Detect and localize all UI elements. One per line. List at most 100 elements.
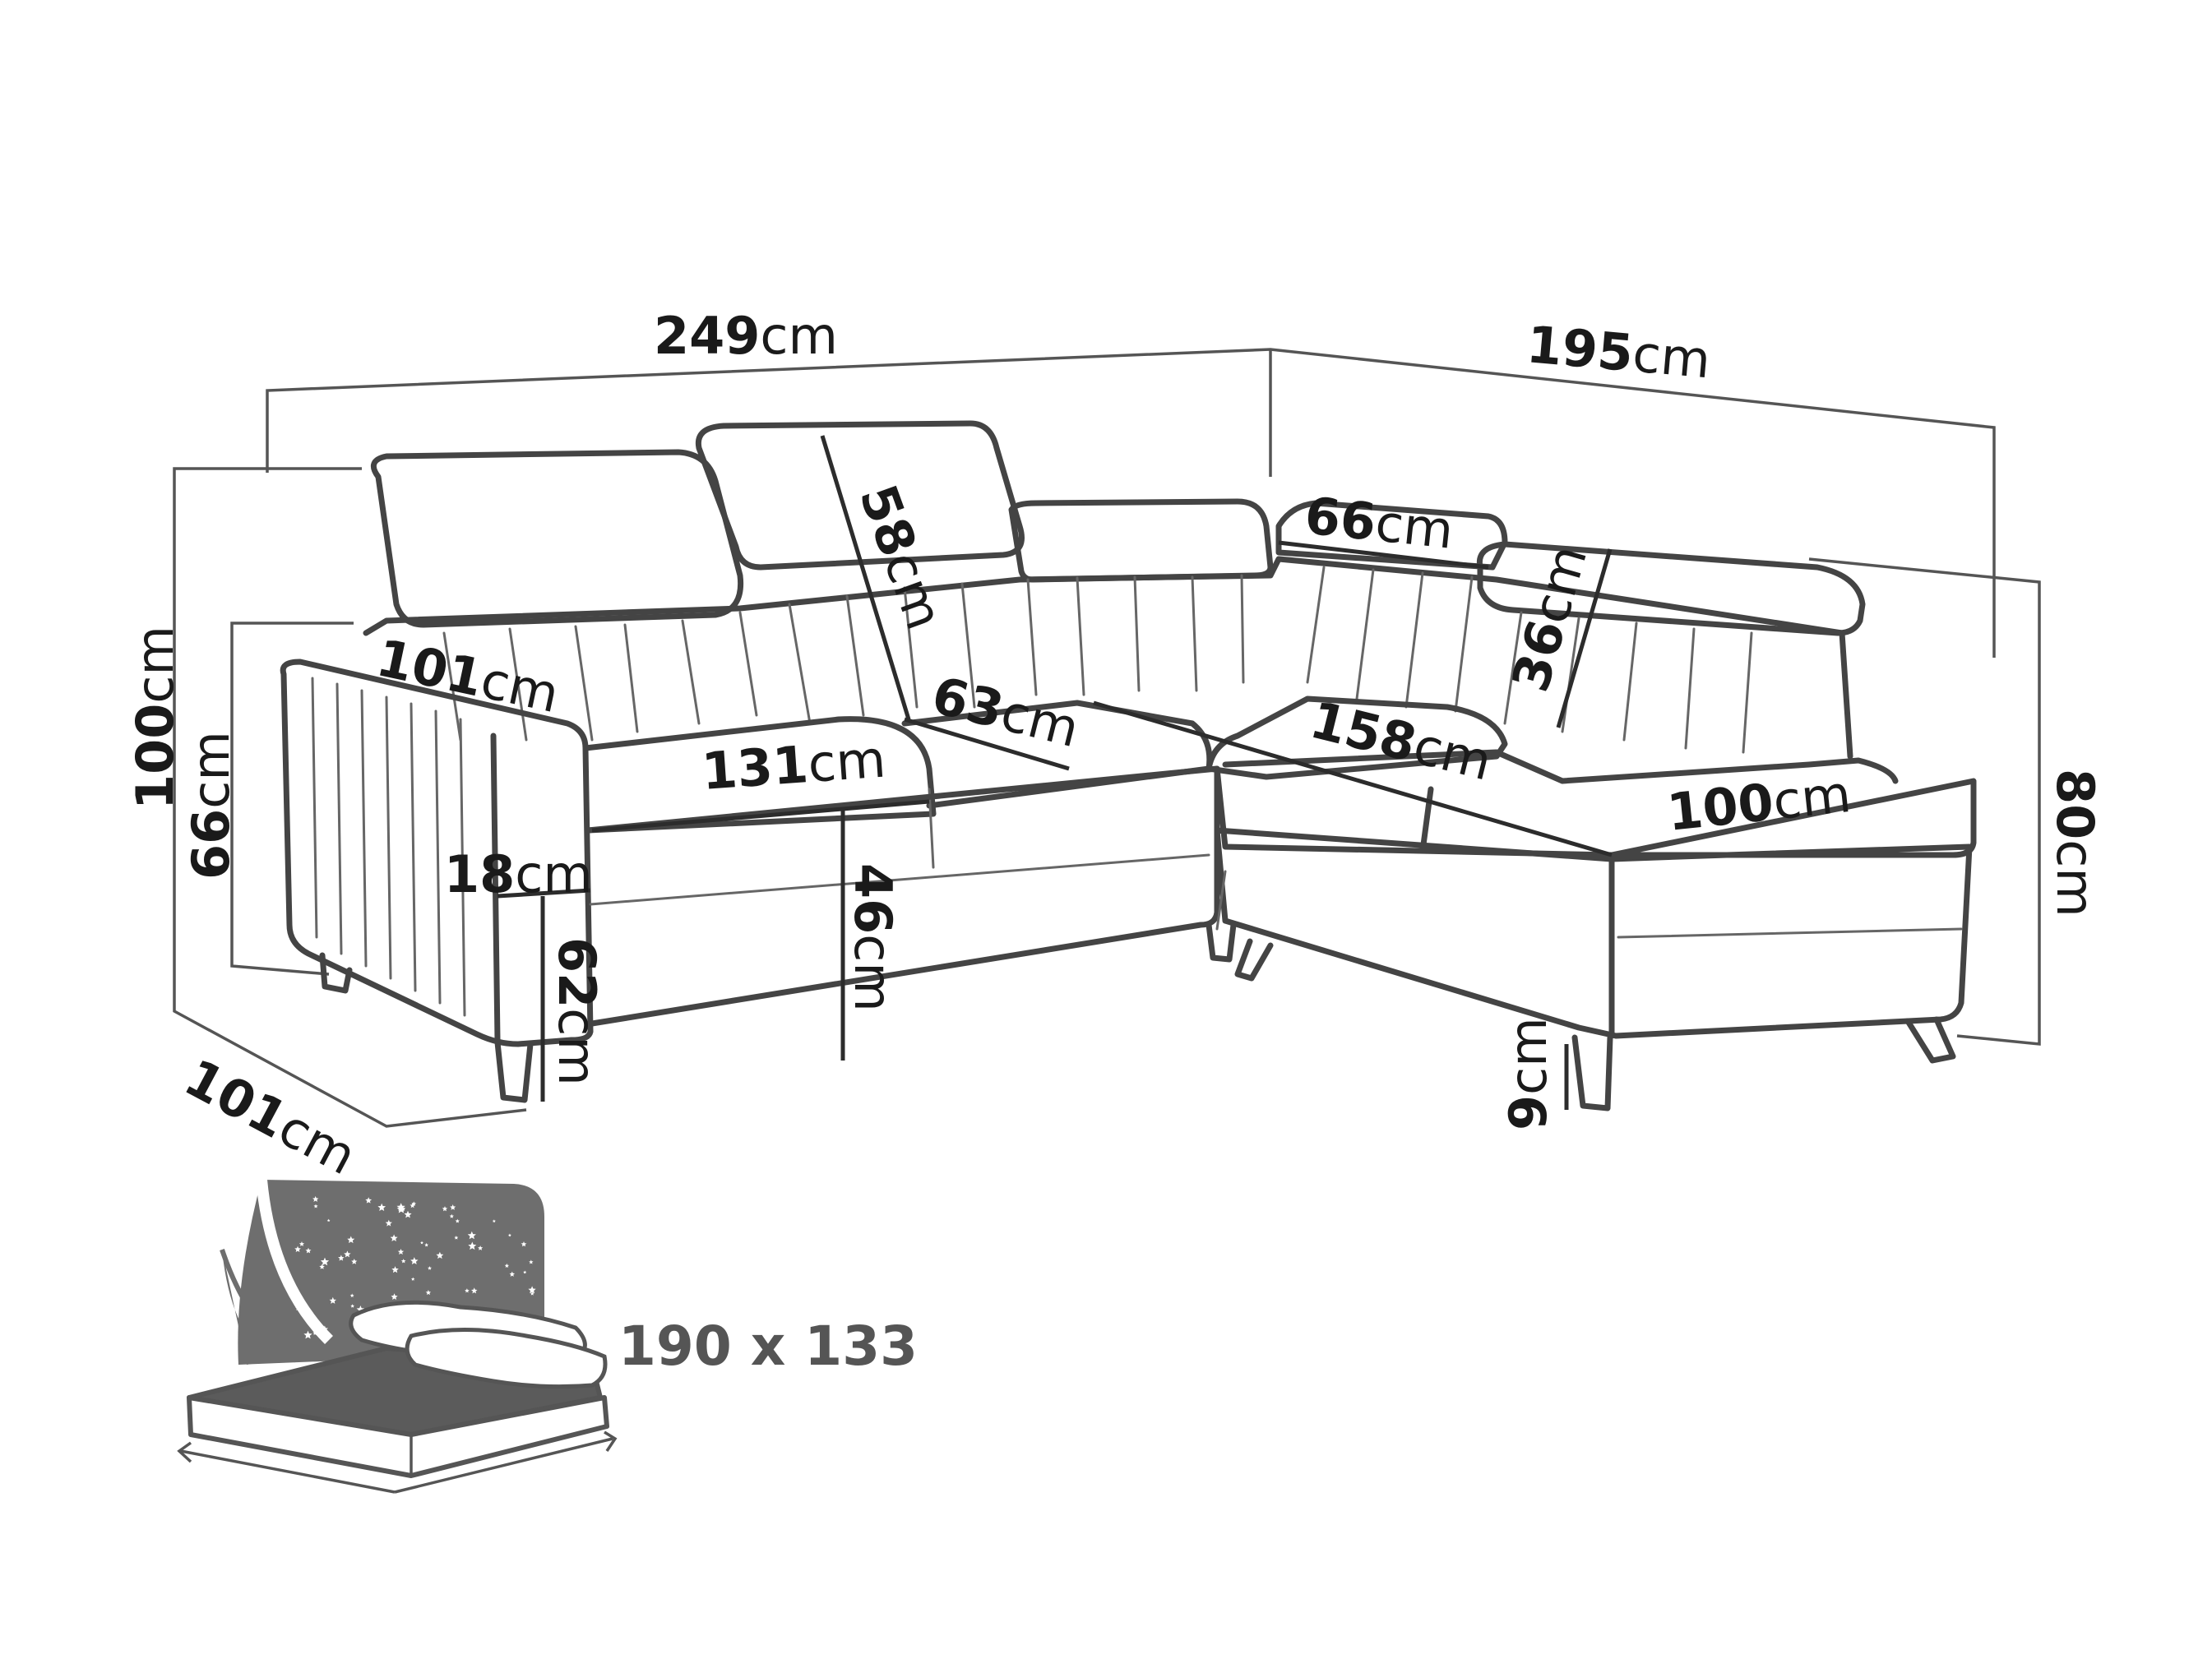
star [347, 1236, 355, 1244]
star [410, 1203, 415, 1208]
chaise-seat-back [1222, 749, 1899, 784]
pillow-front [405, 1328, 608, 1389]
star [295, 1305, 301, 1310]
label-chaise-width: 100cm [1664, 764, 1853, 843]
leg-4 [1234, 938, 1274, 982]
leg-1 [319, 952, 353, 994]
label-total-height: 100cm [125, 626, 185, 810]
label-right-back-height: 80cm [2045, 769, 2105, 917]
star [350, 1304, 354, 1308]
label-right-headrest-height: 36cm [1500, 538, 1599, 698]
star [454, 1236, 459, 1240]
star [312, 1195, 319, 1202]
star [321, 1325, 328, 1333]
label-corner-back-width: 66cm [1302, 485, 1455, 560]
star [351, 1259, 358, 1264]
star [305, 1247, 312, 1254]
label-center-seat-width: 63cm [926, 665, 1085, 760]
star [356, 1305, 365, 1313]
star [468, 1241, 477, 1250]
star [420, 1241, 423, 1245]
leg-3 [1205, 922, 1237, 963]
star [298, 1241, 305, 1246]
star [391, 1266, 399, 1273]
star [507, 1233, 511, 1237]
star [449, 1213, 454, 1218]
star [410, 1277, 415, 1281]
star [436, 1251, 444, 1259]
label-arm-front-height: 62cm [547, 937, 607, 1086]
bed-icon: 190 x 133 [177, 1179, 918, 1494]
star [428, 1266, 432, 1270]
star [294, 1245, 301, 1252]
armrest-pleats [311, 677, 466, 1017]
star [311, 1323, 318, 1329]
star [529, 1259, 534, 1264]
corner-seat [1205, 695, 1508, 780]
overall-dimension-lines [173, 348, 2041, 1128]
left-seat [582, 716, 937, 834]
star [521, 1241, 527, 1247]
label-armrest-height: 66cm [181, 731, 241, 880]
star [365, 1197, 373, 1204]
star [504, 1263, 510, 1268]
label-left-seat-width: 131cm [700, 729, 887, 802]
star [320, 1257, 330, 1266]
star [411, 1201, 417, 1206]
star [530, 1292, 534, 1296]
star [410, 1257, 419, 1264]
inner-dimension-lines [497, 435, 1613, 1110]
star [312, 1330, 317, 1335]
star [492, 1219, 496, 1223]
star [455, 1218, 460, 1223]
star [528, 1286, 536, 1294]
star [329, 1296, 336, 1304]
star [404, 1210, 412, 1218]
star [303, 1330, 312, 1339]
label-right-width: 195cm [1525, 314, 1713, 390]
chaise-base [1214, 827, 1973, 1039]
star [425, 1290, 432, 1296]
leg-2 [494, 1039, 534, 1103]
middle-headrest [695, 420, 1025, 571]
star [467, 1231, 476, 1240]
label-leg-height: 9cm [1498, 1017, 1558, 1130]
left-headrest [370, 449, 744, 628]
star [391, 1293, 398, 1300]
leg-5 [1571, 1034, 1613, 1111]
star [319, 1264, 325, 1269]
label-total-width: 249cm [654, 306, 838, 366]
star [344, 1250, 351, 1258]
star [471, 1287, 478, 1294]
left-armrest [280, 659, 594, 1047]
label-depth: 101cm [175, 1047, 366, 1187]
left-base [585, 765, 1220, 1027]
star [450, 1204, 456, 1210]
backrest-pleats [442, 566, 1753, 754]
star [424, 1242, 429, 1247]
star [465, 1288, 470, 1293]
leg-6 [1904, 1016, 1956, 1064]
star [385, 1219, 392, 1227]
star [478, 1245, 484, 1250]
star [523, 1270, 527, 1274]
right-headrest [1476, 541, 1866, 636]
sofa-drawing [280, 420, 1977, 1111]
star [338, 1255, 345, 1261]
star [396, 1203, 405, 1211]
star [509, 1271, 516, 1277]
center-cushion [1008, 498, 1274, 583]
star [390, 1234, 398, 1241]
star [397, 1249, 405, 1255]
star [349, 1293, 354, 1297]
dimension-labels: 249cm 195cm 100cm 66cm 80cm 101cm 101cm … [125, 306, 2105, 1186]
star [400, 1259, 406, 1264]
label-seat-height: 46cm [843, 863, 903, 1012]
star [377, 1203, 386, 1211]
label-armrest-depth: 101cm [372, 627, 564, 724]
backrest [363, 556, 1853, 760]
star [313, 1204, 318, 1208]
bed-size-label: 190 x 133 [618, 1315, 918, 1378]
